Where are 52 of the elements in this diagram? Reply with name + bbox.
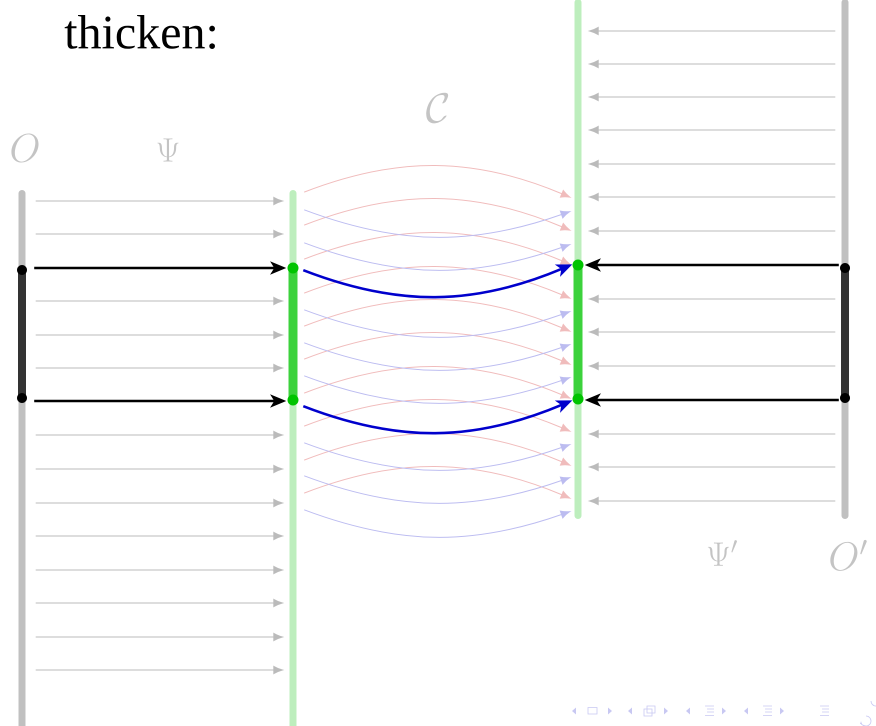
arrow bbox=[35, 330, 283, 340]
arrow bbox=[589, 92, 836, 102]
arrow bbox=[304, 342, 570, 371]
line-segment bbox=[288, 262, 298, 406]
arrow bbox=[35, 666, 283, 674]
arrow bbox=[589, 294, 836, 304]
arrow bbox=[589, 496, 836, 506]
arrow bbox=[589, 160, 836, 168]
arrow bbox=[304, 198, 570, 231]
arrow bbox=[304, 232, 570, 265]
math-label: $\mathcal{C}$ bbox=[426, 92, 448, 124]
arrow bbox=[304, 164, 570, 198]
arrow bbox=[589, 462, 836, 472]
arrow bbox=[304, 298, 570, 332]
arrow bbox=[589, 126, 836, 134]
arrow bbox=[35, 464, 283, 474]
arrow bbox=[304, 375, 570, 404]
math-label: $\Psi'$ bbox=[708, 540, 737, 566]
math-label: $O'$ bbox=[830, 540, 867, 571]
arrow bbox=[589, 328, 836, 336]
arrow bbox=[35, 632, 283, 642]
title: thicken: bbox=[64, 15, 215, 49]
arrow bbox=[35, 532, 283, 540]
arrow bbox=[589, 430, 836, 438]
arrow bbox=[35, 430, 283, 440]
arrow bbox=[35, 498, 283, 508]
line-segment bbox=[17, 265, 27, 403]
line-segment bbox=[840, 263, 850, 403]
arrow bbox=[35, 566, 283, 574]
arrow bbox=[304, 432, 570, 466]
arrow bbox=[304, 209, 570, 238]
arrow bbox=[304, 366, 570, 399]
arrow bbox=[35, 296, 283, 306]
arrow bbox=[304, 442, 570, 471]
arrow bbox=[35, 364, 283, 372]
arrow bbox=[35, 598, 283, 608]
arrow bbox=[304, 466, 570, 499]
arrow bbox=[589, 362, 836, 370]
math-label: $O$ bbox=[11, 134, 39, 163]
line-segment bbox=[572, 260, 584, 404]
arrow bbox=[304, 475, 570, 504]
arrow bbox=[589, 60, 836, 68]
arrow bbox=[589, 226, 836, 236]
arrow bbox=[304, 242, 570, 271]
arrow bbox=[35, 196, 283, 206]
arrow bbox=[304, 309, 570, 338]
arrow bbox=[304, 509, 570, 538]
arrow bbox=[35, 230, 283, 238]
arrow bbox=[304, 332, 570, 365]
math-label: $\Psi$ bbox=[157, 138, 179, 162]
arrow bbox=[589, 26, 836, 36]
arrow bbox=[589, 192, 836, 202]
